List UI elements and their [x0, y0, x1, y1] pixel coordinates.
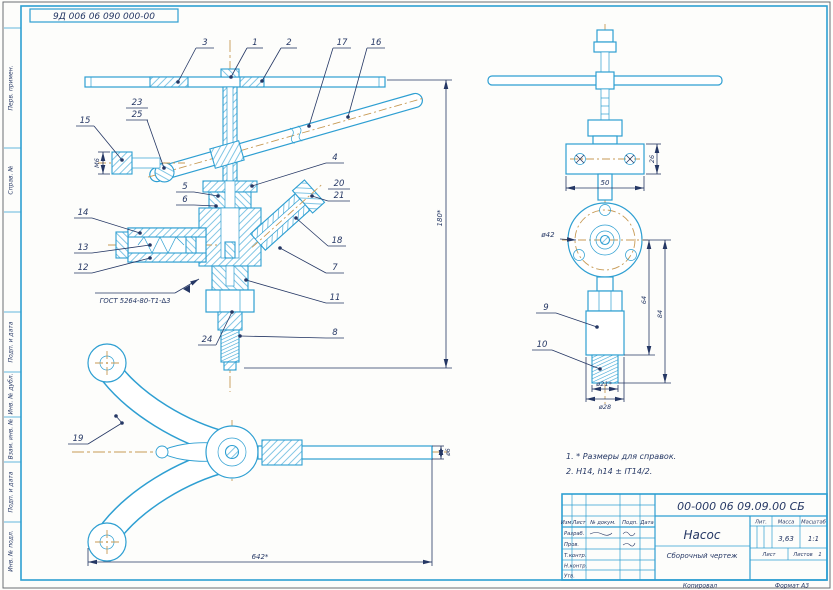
callout-16: 16 [371, 38, 382, 48]
dim-cyl-dia: ø28 [598, 403, 611, 411]
tb-col-list: Лист [571, 520, 586, 526]
callout-15: 15 [80, 116, 91, 126]
tb-doc-type: Сборочный чертеж [667, 552, 738, 560]
callout-11: 11 [330, 293, 341, 303]
callout-14: 14 [78, 208, 89, 218]
frame-label-podp-data-2: Подп. и дата [8, 471, 15, 512]
callout-20: 20 [334, 179, 345, 189]
tb-row-tkontr: Т.контр. [564, 553, 586, 559]
callout-24: 24 [202, 335, 213, 345]
left-margin-boxes: Перв. примен. Справ. № Подп. и дата Инв.… [4, 27, 21, 572]
dim-rod-dia: ø6 [445, 448, 452, 457]
tb-sheets-label: Листов [792, 552, 812, 558]
tb-row-utv: Утв. [564, 574, 575, 580]
dim-fitting-thread: М6 [93, 158, 101, 168]
weld-note-text: ГОСТ 5264-80-Т1-∆3 [100, 297, 171, 305]
dim-bolt-circle: ø42 [540, 231, 555, 239]
tb-part-name: Насос [684, 528, 721, 542]
callouts: 3 1 2 17 16 23 25 15 4 5 6 20 21 14 18 1… [68, 38, 602, 445]
dimensions: М6 180* 50 26 ø42 64 84 ø21* ø28 642* ø6 [87, 79, 671, 566]
weld-callout: ГОСТ 5264-80-Т1-∆3 [95, 278, 200, 305]
dim-bonnet-width: 50 [601, 179, 610, 187]
frame-label-sprav-no: Справ. № [8, 165, 15, 194]
callout-1: 1 [252, 38, 257, 48]
note-1: 1. * Размеры для справок. [566, 452, 676, 461]
tb-col-izm: Изм. [561, 520, 573, 526]
dim-main-height: 180* [436, 209, 444, 226]
dim-flange-to-end: 84 [656, 310, 664, 318]
tb-col-data: Дата [639, 520, 653, 526]
lever-handle [148, 92, 426, 183]
callout-5: 5 [182, 182, 187, 192]
frame-label-inv-dubl: Инв. № дубл. [8, 373, 15, 414]
tb-scale-value: 1:1 [808, 535, 819, 543]
frame-label-perv-primen: Перв. примен. [8, 65, 15, 110]
title-block: Изм. Лист № докум. Подп. Дата Разраб. Пр… [561, 493, 828, 590]
stamp-number: 9Д 006 06 090 000-00 [53, 12, 155, 22]
callout-18: 18 [332, 236, 343, 246]
note-2: 2. H14, h14 ± IT14/2. [566, 467, 652, 476]
tb-format: Формат A3 [775, 583, 809, 590]
callout-12: 12 [78, 263, 89, 273]
frame-label-inv-podl: Инв. № подл. [8, 530, 15, 571]
tb-row-nkontr: Н.контр. [564, 564, 587, 570]
dim-handle-len: 642* [252, 553, 269, 561]
callout-9: 9 [543, 303, 548, 313]
callout-2: 2 [286, 38, 291, 48]
callout-3: 3 [202, 38, 207, 48]
callout-10: 10 [537, 340, 548, 350]
signature-scribble [622, 531, 636, 537]
tb-mass-value: 3,63 [778, 535, 794, 543]
tb-row-prov: Пров. [564, 542, 579, 548]
frame-label-podp-data-1: Подп. и дата [8, 321, 15, 362]
technical-notes: 1. * Размеры для справок. 2. H14, h14 ± … [566, 452, 676, 476]
signature-scribble [589, 532, 613, 536]
tb-col-doc: № докум. [589, 520, 616, 526]
tb-row-razrab: Разраб. [564, 531, 584, 537]
callout-25: 25 [132, 110, 143, 120]
frame-label-vzam-inv: Взам. инв. № [8, 419, 15, 460]
callout-23: 23 [132, 98, 143, 108]
view-side [487, 24, 723, 404]
callout-8: 8 [332, 328, 338, 338]
dim-flange-to-cyl: 64 [640, 296, 648, 304]
view-main-section [84, 40, 426, 392]
callout-17: 17 [337, 38, 348, 48]
tb-scale-label: Масштаб [801, 520, 826, 526]
top-left-stamp: 9Д 006 06 090 000-00 [29, 8, 179, 23]
signature-scribble [622, 542, 636, 547]
tb-kopiroval: Копировал [683, 583, 717, 590]
tb-doc-number: 00-000 06 09.09.00 СБ [677, 500, 805, 513]
branch-fitting [249, 179, 326, 251]
callout-19: 19 [73, 434, 84, 444]
dim-tip-dia: ø21* [595, 380, 612, 388]
tb-col-podp: Подп. [622, 520, 638, 526]
tb-lit-label: Лит. [754, 520, 767, 526]
dim-bonnet-height: 26 [648, 155, 656, 163]
callout-4: 4 [332, 153, 337, 163]
tb-sheets-value: 1 [818, 552, 822, 558]
tb-mass-label: Масса [778, 520, 795, 526]
tb-sheet-label: Лист [761, 552, 776, 558]
callout-13: 13 [78, 243, 89, 253]
callout-21: 21 [334, 191, 345, 201]
callout-6: 6 [182, 195, 188, 205]
callout-7: 7 [332, 263, 338, 273]
view-plan [72, 343, 448, 562]
